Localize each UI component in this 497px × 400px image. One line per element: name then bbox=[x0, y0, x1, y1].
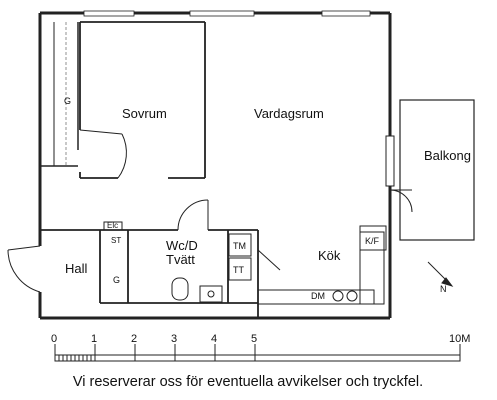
door-entrance bbox=[7, 245, 41, 293]
wardrobe-label-bedroom: G bbox=[64, 96, 71, 106]
windows-top bbox=[83, 10, 371, 17]
room-label-sovrum: Sovrum bbox=[122, 106, 167, 121]
scale-label-2: 2 bbox=[131, 333, 137, 345]
room-label-kok: Kök bbox=[318, 248, 341, 263]
scale-label-5: 5 bbox=[251, 333, 257, 345]
room-label-wc: Wc/D bbox=[166, 238, 198, 253]
room-label-hall: Hall bbox=[65, 261, 88, 276]
elc-label: Elc bbox=[107, 221, 118, 230]
room-label-tvatt: Tvätt bbox=[166, 252, 195, 267]
wardrobe-label-hall: G bbox=[113, 275, 120, 285]
scale-label-0: 0 bbox=[51, 333, 57, 345]
compass-label: N bbox=[440, 284, 447, 294]
bathroom-fixtures bbox=[103, 221, 223, 303]
disclaimer-text: Vi reserverar oss för eventuella avvikel… bbox=[73, 374, 423, 390]
room-label-balkong: Balkong bbox=[424, 148, 471, 163]
st-label: ST bbox=[111, 236, 121, 245]
scale-label-3: 3 bbox=[171, 333, 177, 345]
laundry-machines bbox=[228, 233, 281, 281]
door-bathroom bbox=[177, 199, 209, 231]
interior-walls bbox=[40, 21, 259, 318]
outer-walls bbox=[38, 11, 392, 320]
tt-label: TT bbox=[233, 265, 244, 275]
kf-label: K/F bbox=[365, 236, 380, 246]
door-bedroom bbox=[79, 129, 127, 179]
wardrobe-bedroom bbox=[40, 22, 79, 167]
scale-minor-ticks bbox=[58, 355, 92, 361]
scale-label-10m: 10M bbox=[449, 333, 470, 345]
dm-label: DM bbox=[311, 291, 325, 301]
tm-label: TM bbox=[233, 241, 246, 251]
balcony bbox=[385, 99, 475, 241]
scale-label-4: 4 bbox=[211, 333, 217, 345]
compass bbox=[427, 261, 454, 287]
kitchen-counter bbox=[257, 225, 387, 305]
room-label-vardagsrum: Vardagsrum bbox=[254, 106, 324, 121]
scale-bar bbox=[54, 344, 461, 362]
scale-label-1: 1 bbox=[91, 333, 97, 345]
